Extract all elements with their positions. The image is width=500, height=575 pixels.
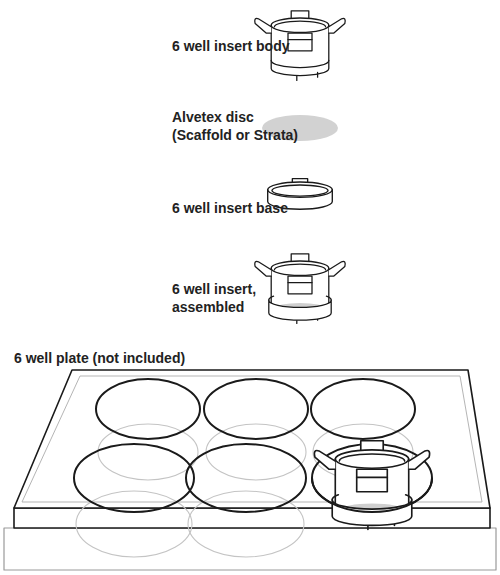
part-label: 6 well plate (not included) [14,349,185,367]
insert-assembled-drawing [255,254,345,324]
part-label: Alvetex disc (Scaffold or Strata) [172,108,308,144]
well-plate-drawing [4,370,496,570]
part-label: 6 well insert, assembled [172,280,308,316]
insert-in-plate-drawing [314,441,429,530]
part-label: 6 well insert body [172,37,308,55]
well-front-rim [312,478,432,512]
part-label: 6 well insert base [172,199,308,217]
